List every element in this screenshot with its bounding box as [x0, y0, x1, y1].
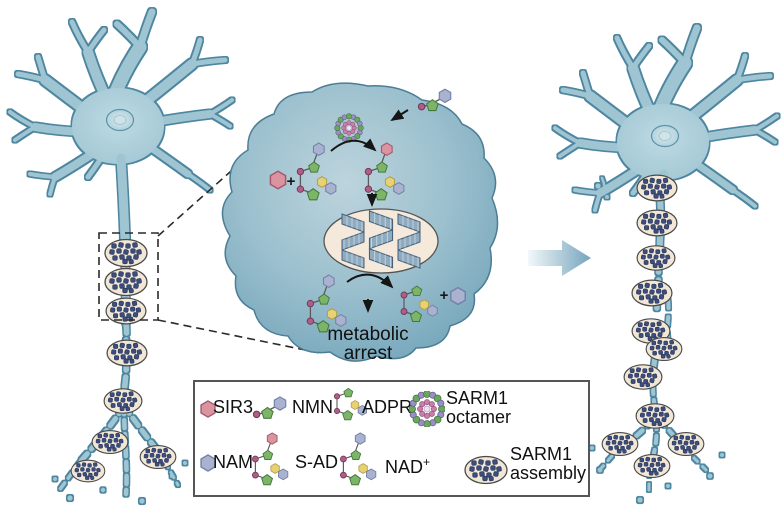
legend-label-nad: NAD+	[385, 455, 431, 477]
sad-molecule-icon	[251, 431, 289, 487]
left-axon-fragments	[53, 461, 187, 504]
plus-sign: +	[440, 287, 449, 304]
sarm1-assembly-icon	[464, 455, 508, 485]
sarm1-filament-assembly	[323, 208, 439, 274]
left-neuron-nucleus	[105, 108, 135, 132]
right-neuron	[555, 28, 777, 503]
left-sarm1-assembly-beads	[70, 238, 177, 483]
nad-molecule-icon	[339, 431, 377, 487]
inset-axoplasm: + + metabolic arrest	[221, 82, 499, 364]
right-axon-fragments	[590, 183, 724, 503]
nmn-to-octamer-arrow	[390, 109, 409, 122]
metabolic-arrest-label: metabolic	[327, 324, 408, 345]
base-exchange-arrow	[330, 138, 377, 152]
inset-connector-bottom	[157, 319, 321, 354]
legend-label-sir3: SIR3	[213, 397, 254, 417]
legend-label-s-ad: S-AD	[295, 452, 339, 472]
legend-label-adpr: ADPR	[362, 397, 413, 417]
nam-icon	[450, 286, 466, 306]
sarm1-octamer-icon	[409, 391, 445, 427]
sarm1-octamer-icon	[334, 113, 364, 143]
sir3-icon	[269, 170, 287, 190]
right-neuron-nucleus	[650, 124, 680, 148]
left-neuron	[10, 12, 232, 504]
nmn-molecule-icon	[253, 396, 289, 421]
legend-label-nmn: NMN	[292, 397, 333, 417]
transition-arrow	[528, 240, 591, 276]
metabolic-arrest-label: arrest	[344, 343, 393, 364]
right-sarm1-assembly-beads	[601, 174, 705, 479]
nad-cleavage-arrow	[346, 273, 394, 289]
inspection-dashed-box	[98, 232, 159, 321]
plus-sign: +	[287, 173, 296, 190]
legend-label-nam: NAM	[213, 452, 253, 472]
